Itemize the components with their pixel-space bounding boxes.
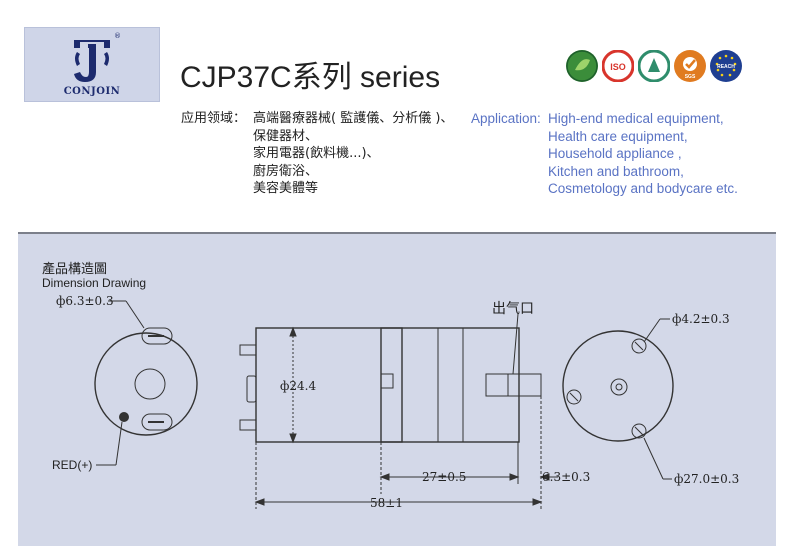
- svg-text:REACH: REACH: [717, 64, 735, 70]
- logo-brand-text: CONJOIN: [63, 86, 121, 97]
- application-en-item: Kitchen and bathroom,: [548, 163, 684, 179]
- applications-en: Application:High-end medical equipment, …: [471, 110, 738, 198]
- applications-cn-label: 应用领域：: [181, 111, 247, 126]
- screw-diameter-label: ф4.2±0.3: [672, 312, 730, 326]
- sgs-icon: SGS: [674, 50, 706, 82]
- iso-icon: ISO: [601, 49, 635, 83]
- drawing-heading-en: Dimension Drawing: [42, 276, 147, 290]
- pump-side-view: [239, 313, 558, 509]
- applications-cn: 应用领域： 高端醫療器械( 監護儀、分析儀 )、 保健器材、 家用電器(飲料機..…: [181, 110, 453, 198]
- red-terminal-label: RED(+): [52, 458, 93, 472]
- shaft-diameter-label: ф6.3±0.3: [56, 294, 114, 308]
- application-en-item: Health care equipment,: [548, 128, 688, 144]
- certification-icons: ISO SGS REACH: [566, 49, 742, 90]
- application-cn-item: 美容美體等: [253, 181, 319, 196]
- total-length-label: 58±1: [370, 496, 403, 510]
- application-cn-item: 家用電器(飲料機...)、: [253, 146, 380, 161]
- health-icon: [637, 49, 671, 83]
- page-title: CJP37C系列 series: [180, 61, 441, 94]
- body-diameter-label: ф24.4: [280, 379, 317, 393]
- drawing-heading-cn: 產品構造圖: [42, 262, 108, 277]
- svg-text:SGS: SGS: [685, 74, 696, 80]
- registered-mark: ®: [114, 32, 121, 40]
- dimension-drawing-panel: 產品構造圖 Dimension Drawing ф6.3±0.3 RED(+) …: [18, 232, 776, 546]
- outlet-label: 出气口: [492, 301, 534, 317]
- pump-length-label: 27±0.5: [422, 470, 467, 484]
- pump-end-view: [562, 318, 674, 480]
- motor-end-view: [94, 300, 198, 466]
- reach-icon: REACH: [710, 50, 742, 82]
- application-cn-item: 保健器材、: [253, 128, 319, 144]
- dimension-drawing: [94, 300, 674, 509]
- svg-text:ISO: ISO: [610, 62, 626, 72]
- application-cn-item: 廚房衛浴、: [253, 163, 319, 179]
- application-en-item: Cosmetology and bodycare etc.: [548, 181, 738, 196]
- applications-en-label: Application:: [471, 111, 541, 126]
- application-cn-item: 高端醫療器械( 監護儀、分析儀 )、: [253, 111, 454, 126]
- outlet-diameter-label: 6.3±0.3: [542, 470, 591, 484]
- company-logo: ® CONJOIN: [24, 27, 160, 102]
- application-en-item: Household appliance ,: [548, 146, 682, 161]
- pump-diameter-label: ф27.0±0.3: [674, 472, 740, 486]
- application-en-item: High-end medical equipment,: [548, 111, 724, 126]
- green-leaf-icon: [566, 50, 598, 82]
- conjoin-logo-mark: ®: [74, 32, 121, 82]
